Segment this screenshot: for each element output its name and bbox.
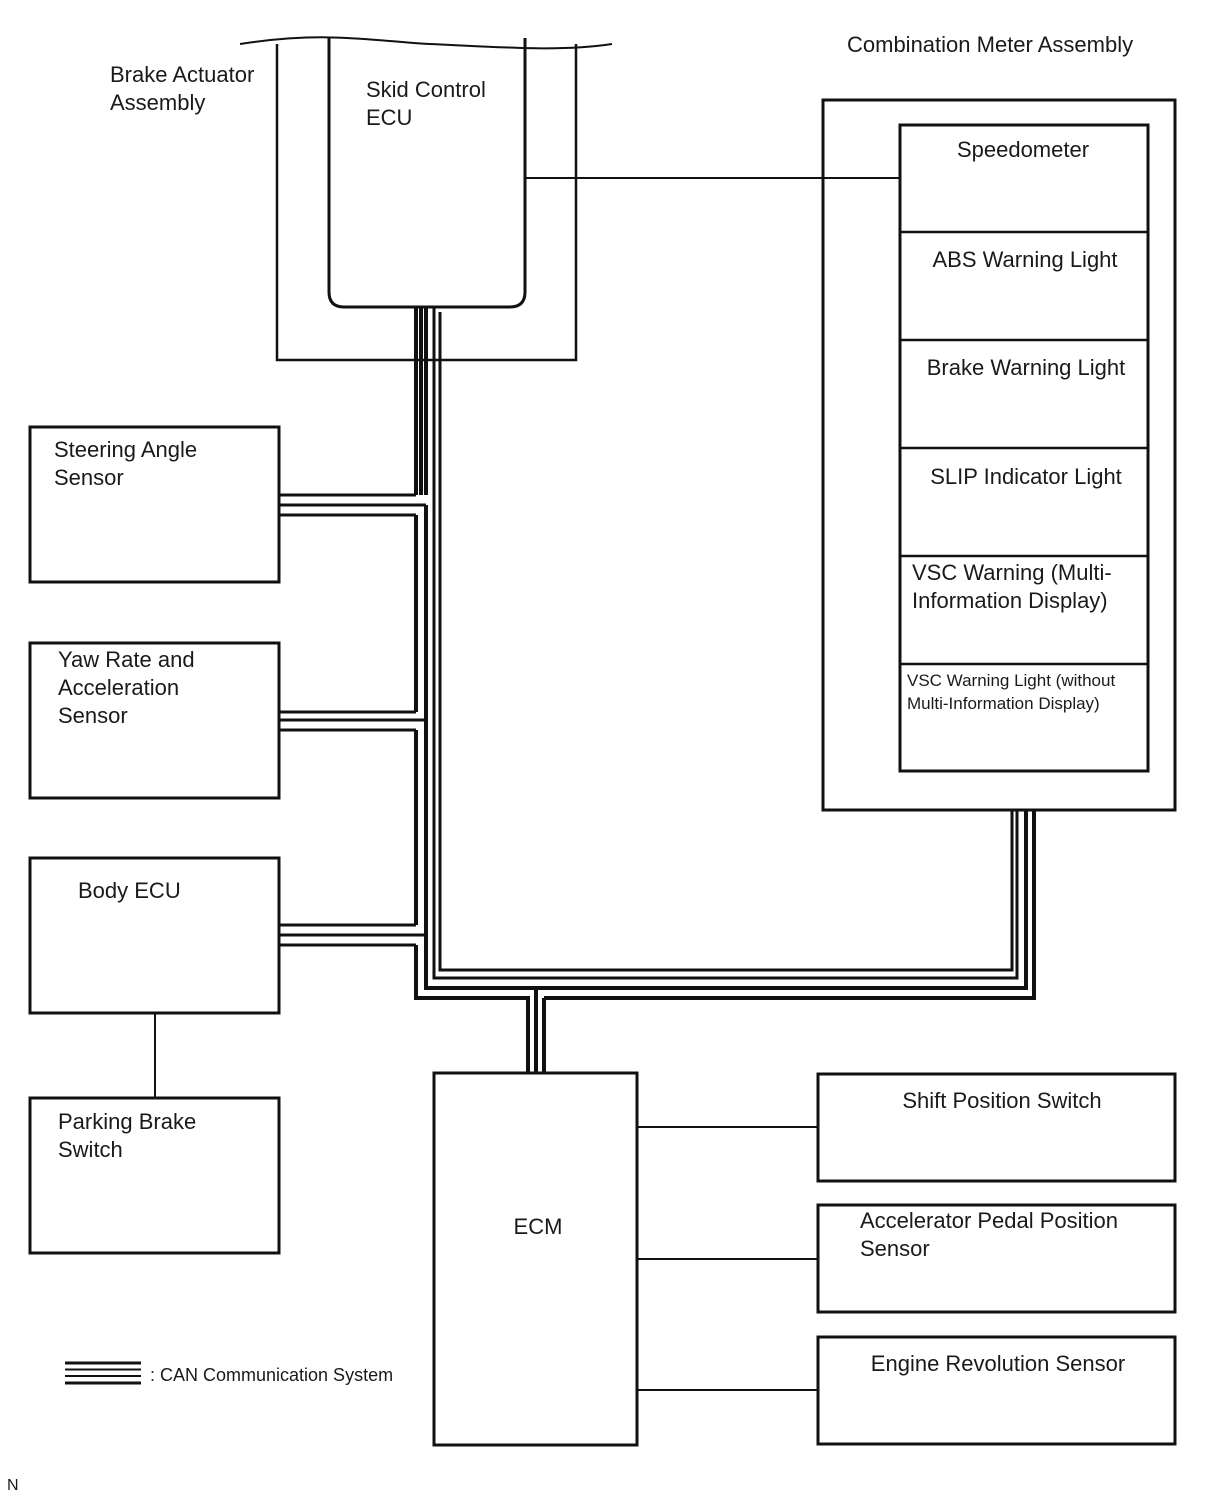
skid-control-ecu: Skid Control ECU	[327, 38, 527, 309]
brake-warning-light-label: Brake Warning Light	[927, 355, 1126, 380]
combination-meter-assembly: Combination Meter Assembly Speedometer A…	[821, 32, 1177, 812]
ecm: ECM	[432, 1071, 639, 1447]
shift-position-switch: Shift Position Switch	[816, 1072, 1177, 1183]
yaw-rate-sensor-label: Yaw Rate and Acceleration Sensor	[58, 647, 201, 728]
brake-actuator-label: Brake Actuator Assembly	[110, 62, 260, 115]
legend-label: : CAN Communication System	[150, 1365, 393, 1385]
vsc-warning-light-label: VSC Warning Light (without Multi-Informa…	[907, 671, 1120, 713]
combination-meter-label: Combination Meter Assembly	[847, 32, 1133, 57]
can-body-branch	[279, 923, 426, 947]
speedometer-label: Speedometer	[957, 137, 1089, 162]
engine-revolution-sensor-label: Engine Revolution Sensor	[871, 1351, 1125, 1376]
can-to-ecm	[414, 810, 1036, 1073]
accelerator-pedal-sensor-label: Accelerator Pedal Position Sensor	[860, 1208, 1124, 1261]
legend: : CAN Communication System	[65, 1361, 393, 1385]
can-meter-outer	[438, 312, 1014, 972]
can-yaw-branch	[279, 710, 426, 732]
can-skid-trunk	[414, 307, 428, 495]
slip-indicator-light-label: SLIP Indicator Light	[930, 464, 1122, 489]
body-ecu: Body ECU	[28, 856, 281, 1015]
brake-actuator-assembly: Brake Actuator Assembly	[110, 36, 613, 362]
vsc-warning-mid-label: VSC Warning (Multi- Information Display)	[912, 560, 1118, 613]
body-ecu-label: Body ECU	[78, 878, 181, 903]
can-skid-to-meter	[432, 307, 1019, 980]
engine-revolution-sensor: Engine Revolution Sensor	[816, 1335, 1177, 1446]
yaw-rate-acceleration-sensor: Yaw Rate and Acceleration Sensor	[28, 641, 281, 800]
abs-warning-light-label: ABS Warning Light	[932, 247, 1117, 272]
can-bus-harness	[279, 307, 1036, 1073]
can-steering-branch	[279, 493, 426, 517]
corner-mark: N	[7, 1477, 19, 1494]
accelerator-pedal-position-sensor: Accelerator Pedal Position Sensor	[816, 1203, 1177, 1314]
steering-angle-sensor-label: Steering Angle Sensor	[54, 437, 203, 490]
legend-can-symbol	[65, 1361, 141, 1385]
parking-brake-switch: Parking Brake Switch	[28, 1096, 281, 1255]
shift-position-switch-label: Shift Position Switch	[902, 1088, 1101, 1113]
skid-control-ecu-label: Skid Control ECU	[366, 77, 492, 130]
ecm-label: ECM	[514, 1214, 563, 1239]
parking-brake-switch-label: Parking Brake Switch	[58, 1109, 202, 1162]
steering-angle-sensor: Steering Angle Sensor	[28, 425, 281, 584]
